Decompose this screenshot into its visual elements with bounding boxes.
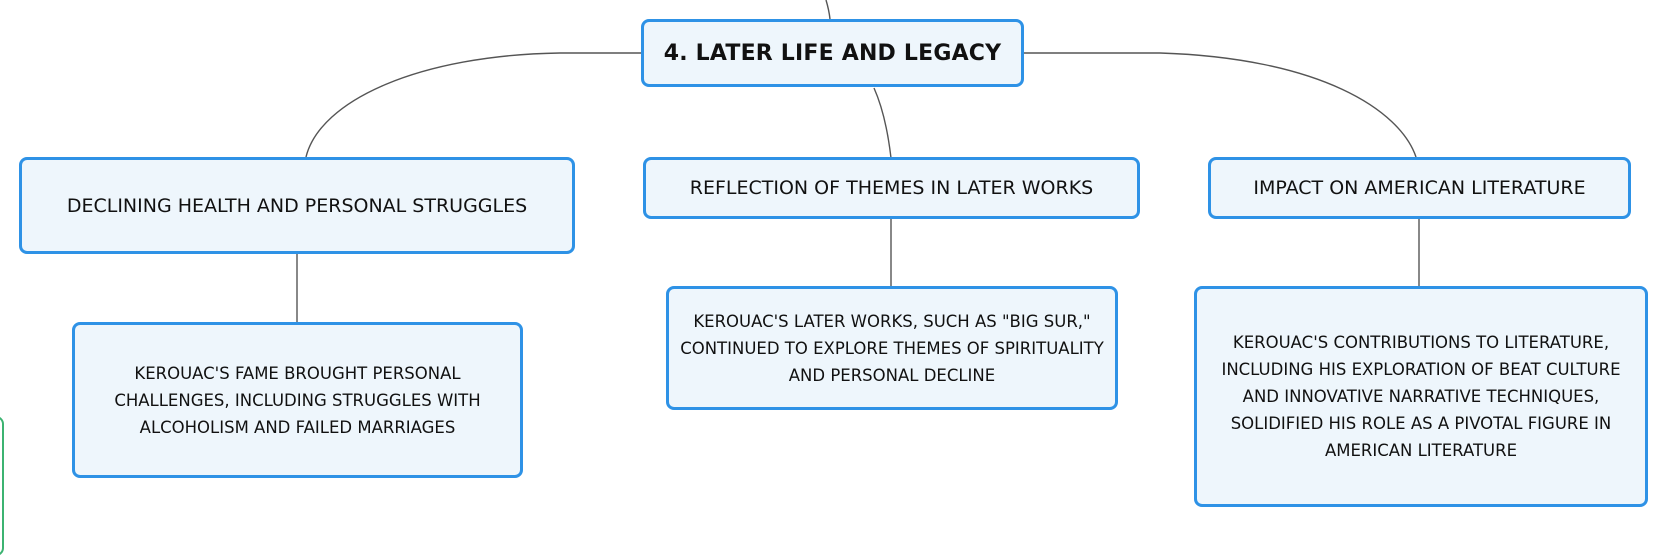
detail-line: INCLUDING HIS EXPLORATION OF BEAT CULTUR…: [1221, 360, 1621, 379]
topic-node-declining-health[interactable]: DECLINING HEALTH AND PERSONAL STRUGGLES: [19, 157, 575, 254]
connector-root-to-american-literature: [1022, 52, 1417, 158]
connector-parent-to-root: [825, 0, 831, 20]
detail-node-declining-health[interactable]: KEROUAC'S FAME BROUGHT PERSONAL CHALLENG…: [72, 322, 523, 478]
detail-line: KEROUAC'S FAME BROUGHT PERSONAL: [134, 363, 461, 383]
topic-node-label: REFLECTION OF THEMES IN LATER WORKS: [689, 177, 1094, 199]
detail-line: ALCOHOLISM AND FAILED MARRIAGES: [139, 417, 456, 437]
topic-node-label: DECLINING HEALTH AND PERSONAL STRUGGLES: [66, 194, 528, 217]
connector-root-to-declining-health: [305, 52, 642, 158]
detail-node-later-works[interactable]: KEROUAC'S LATER WORKS, SUCH AS "BIG SUR,…: [666, 286, 1118, 410]
topic-node-american-literature[interactable]: IMPACT ON AMERICAN LITERATURE: [1208, 157, 1631, 219]
detail-line: AMERICAN LITERATURE: [1324, 441, 1518, 460]
detail-node-american-literature[interactable]: KEROUAC'S CONTRIBUTIONS TO LITERATURE, I…: [1194, 286, 1648, 507]
topic-node-label: IMPACT ON AMERICAN LITERATURE: [1253, 177, 1586, 199]
root-node-label: 4. LATER LIFE AND LEGACY: [663, 40, 1002, 66]
detail-line: CHALLENGES, INCLUDING STRUGGLES WITH: [114, 390, 481, 410]
detail-line: CONTINUED TO EXPLORE THEMES OF SPIRITUAL…: [680, 338, 1104, 358]
detail-line: AND INNOVATIVE NARRATIVE TECHNIQUES,: [1242, 387, 1600, 406]
root-node[interactable]: 4. LATER LIFE AND LEGACY: [641, 19, 1024, 87]
partial-side-frame: [0, 416, 4, 556]
connector-root-to-later-works: [873, 87, 892, 159]
detail-line: AND PERSONAL DECLINE: [788, 365, 996, 385]
connector-lines: [296, 0, 1420, 322]
detail-line: KEROUAC'S LATER WORKS, SUCH AS "BIG SUR,…: [693, 311, 1091, 331]
detail-line: KEROUAC'S CONTRIBUTIONS TO LITERATURE,: [1232, 333, 1610, 352]
topic-node-later-works[interactable]: REFLECTION OF THEMES IN LATER WORKS: [643, 157, 1140, 219]
detail-line: SOLIDIFIED HIS ROLE AS A PIVOTAL FIGURE …: [1230, 414, 1612, 433]
